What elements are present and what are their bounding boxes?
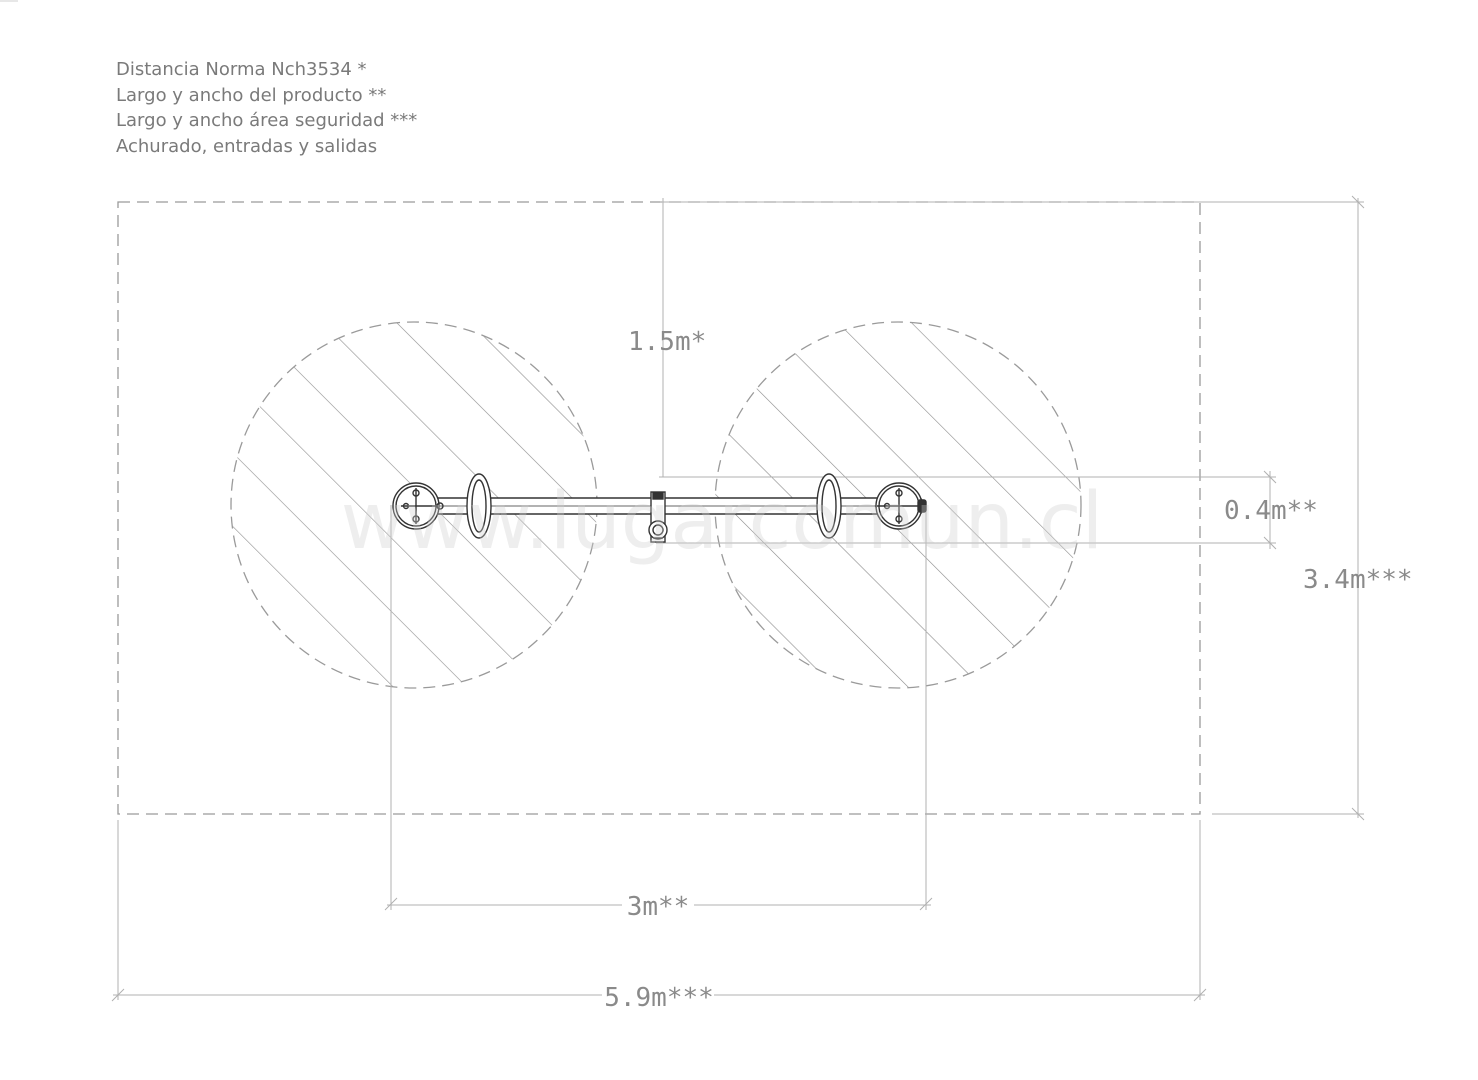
seesaw-product: [392, 473, 927, 543]
legend-norm-distance: Distancia Norma Nch3534 *: [116, 59, 367, 80]
watermark: www.lugarcomun.cl: [341, 477, 1104, 567]
dim-safety-length-label: 5.9m***: [604, 983, 714, 1013]
legend-product-size: Largo y ancho del producto **: [116, 84, 387, 106]
legend: Distancia Norma Nch3534 * Largo y ancho …: [116, 57, 417, 159]
legend-safety-area: Largo y ancho área seguridad ***: [116, 110, 418, 131]
dim-safety-height-label: 3.4m***: [1303, 565, 1413, 595]
safety-area-outline: [117, 201, 1201, 815]
dim-product-width-label: 0.4m**: [1224, 496, 1318, 526]
dim-clearance-label: 1.5m*: [628, 327, 706, 357]
dim-product-length-label: 3m**: [627, 892, 690, 922]
legend-hatching: Achurado, entradas y salidas: [116, 135, 378, 157]
